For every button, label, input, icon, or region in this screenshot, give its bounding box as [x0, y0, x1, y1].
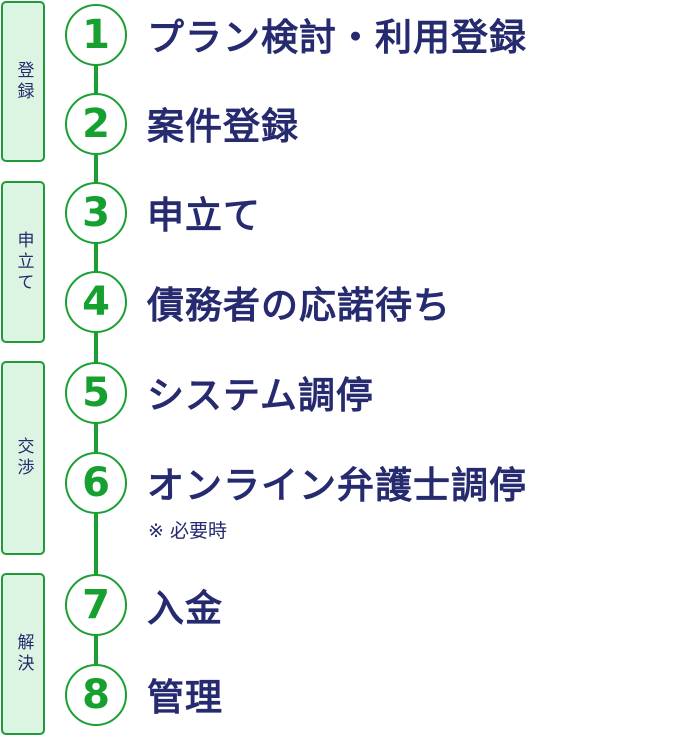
step-number: 8 — [82, 672, 110, 718]
step-label-3: 申立て — [147, 194, 261, 237]
phase-box-negotiation: 交渉 — [1, 361, 45, 555]
step-circle-1: 1 — [65, 4, 127, 66]
step-label-7: 入金 — [147, 587, 223, 630]
step-label-4: 債務者の応諾待ち — [147, 284, 451, 327]
step-number: 3 — [82, 190, 110, 236]
step-circle-3: 3 — [65, 182, 127, 244]
step-number: 2 — [82, 101, 110, 147]
step-circle-4: 4 — [65, 271, 127, 333]
step-note-6: ※ 必要時 — [148, 520, 227, 542]
step-circle-7: 7 — [65, 574, 127, 636]
step-number: 5 — [82, 370, 110, 416]
step-circle-6: 6 — [65, 452, 127, 514]
step-label-8: 管理 — [147, 676, 223, 719]
phase-label: 申立て — [13, 230, 34, 294]
step-label-2: 案件登録 — [147, 105, 299, 148]
step-number: 1 — [82, 12, 110, 58]
step-label-1: プラン検討・利用登録 — [147, 16, 527, 59]
phase-box-registration: 登録 — [1, 1, 45, 162]
step-circle-5: 5 — [65, 362, 127, 424]
step-number: 4 — [82, 279, 110, 325]
step-number: 7 — [82, 582, 110, 628]
step-label-5: システム調停 — [147, 374, 374, 417]
phase-box-resolution: 解決 — [1, 573, 45, 735]
phase-label: 登録 — [13, 60, 34, 103]
phase-label: 交渉 — [13, 437, 34, 479]
step-number: 6 — [82, 460, 110, 506]
step-circle-2: 2 — [65, 93, 127, 155]
step-circle-8: 8 — [65, 664, 127, 726]
step-label-6: オンライン弁護士調停 — [147, 464, 527, 507]
phase-box-petition: 申立て — [1, 181, 45, 343]
phase-label: 解決 — [13, 633, 34, 675]
